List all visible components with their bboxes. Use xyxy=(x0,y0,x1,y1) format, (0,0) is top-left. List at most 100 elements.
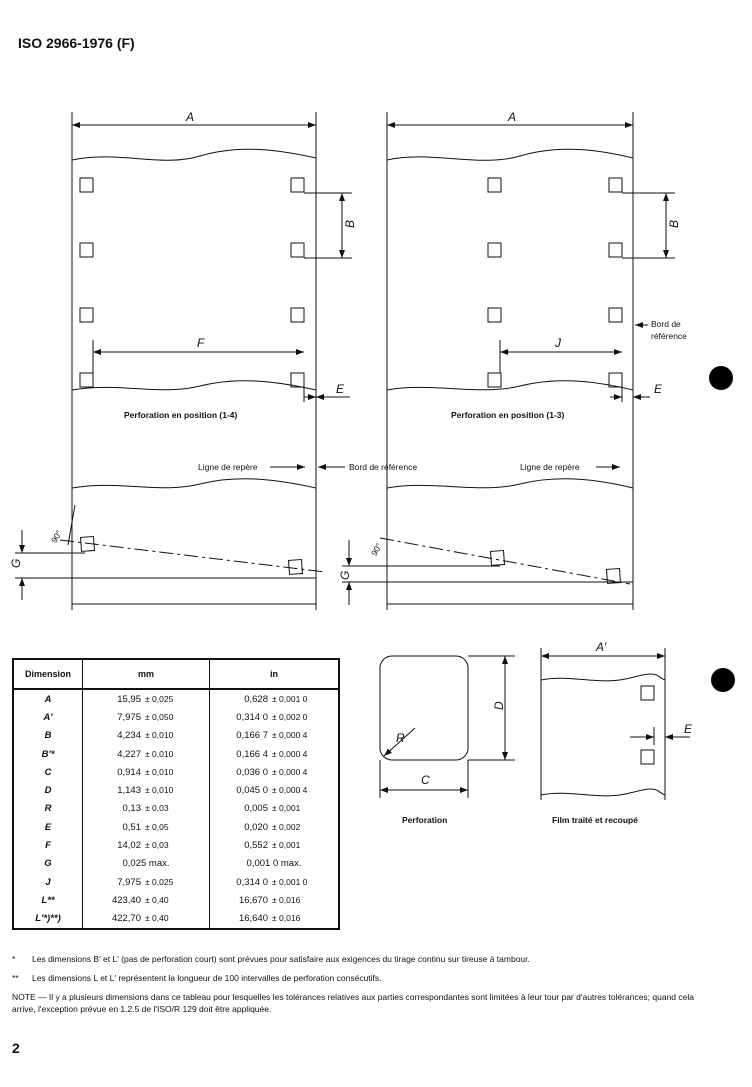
footnote-marker: * xyxy=(12,954,16,964)
cell-in: 0,166 7± 0,000 4 xyxy=(209,726,340,745)
cell-dimension: L′*)**) xyxy=(12,909,83,929)
processed-film-diagram xyxy=(540,648,690,800)
page-number: 2 xyxy=(12,1040,20,1056)
dimension-label-c: C xyxy=(421,773,430,787)
header-dimension: Dimension xyxy=(12,658,83,690)
in-value: 0,314 0 xyxy=(236,711,268,723)
in-value: 0,005 xyxy=(244,803,268,815)
mm-value: 7,975 xyxy=(117,876,141,888)
cell-mm: 1,143 ± 0,010 xyxy=(82,781,210,800)
caption-position-1-3: Perforation en position (1-3) xyxy=(451,410,565,420)
label-reference: référence xyxy=(651,331,687,341)
in-tolerance: ± 0,001 0 xyxy=(272,876,308,887)
label-ligne-de-repere: Ligne de repère xyxy=(198,462,258,472)
mm-value: 0,914 xyxy=(117,766,141,778)
cell-dimension: B xyxy=(12,726,83,745)
mm-tolerance: ± 0,010 xyxy=(145,730,174,741)
mm-tolerance: ± 0,010 xyxy=(145,748,174,759)
cell-in: 0,314 0 ± 0,001 0 xyxy=(209,872,340,892)
punch-hole xyxy=(709,366,733,390)
cell-mm: 15,95± 0,025 xyxy=(82,689,210,709)
dimension-label-j: J xyxy=(554,336,562,350)
cell-in: 0,005± 0,001 xyxy=(209,799,340,819)
in-value: 0,314 0 xyxy=(236,876,268,888)
cell-mm: 422,70± 0,40 xyxy=(82,909,210,929)
in-tolerance: ± 0,016 xyxy=(272,894,301,905)
mm-value: 4,227 xyxy=(117,748,141,760)
mm-tolerance: ± 0,03 xyxy=(145,840,169,851)
dimension-label-a-prime: A′ xyxy=(595,640,607,654)
mm-tolerance: ± 0,025 xyxy=(145,693,174,704)
in-tolerance: ± 0,002 xyxy=(272,821,301,832)
footnote-text: Les dimensions B′ et L′ (pas de perforat… xyxy=(32,954,530,964)
label-bord-de-reference: Bord de référence xyxy=(349,462,417,472)
cell-dimension: A xyxy=(12,689,83,709)
dimension-label-e-right: E xyxy=(654,382,663,396)
caption-position-1-4: Perforation en position (1-4) xyxy=(124,410,238,420)
cell-mm: 7,975 ± 0,050 xyxy=(82,708,210,727)
header-in: in xyxy=(209,658,340,690)
in-value: 0,166 7 xyxy=(236,730,268,742)
mm-value: 7,975 xyxy=(117,711,141,723)
cell-in: 0,552± 0,001 xyxy=(209,836,340,855)
dimension-label-e-film: E xyxy=(684,722,693,736)
cell-in: 0,628± 0,001 0 xyxy=(209,689,340,709)
in-tolerance: ± 0,001 xyxy=(272,840,301,851)
in-value: 16,640 xyxy=(238,913,268,925)
footnote-1: * Les dimensions B′ et L′ (pas de perfora… xyxy=(12,953,712,965)
mm-value: 422,70 xyxy=(111,913,141,925)
table-row: F 14,02 ± 0,03 0,552± 0,001 xyxy=(12,836,340,855)
footnotes: * Les dimensions B′ et L′ (pas de perfora… xyxy=(12,953,712,1022)
note: NOTE — Il y a plusieurs dimensions dans … xyxy=(12,992,694,1014)
in-tolerance: ± 0,001 0 xyxy=(272,693,308,704)
mm-value: 0,51 xyxy=(122,821,142,833)
cell-dimension: R xyxy=(12,799,83,819)
dimension-label-b: B xyxy=(343,220,357,228)
label-bord-de: Bord de xyxy=(651,319,681,329)
cell-dimension: A′ xyxy=(12,708,83,727)
mm-tolerance: ± 0,050 xyxy=(145,711,174,722)
document-header: ISO 2966-1976 (F) xyxy=(18,35,135,51)
cell-mm: 0,914± 0,010 xyxy=(82,763,210,782)
cell-mm: 14,02 ± 0,03 xyxy=(82,836,210,855)
film-diagram-1-3 xyxy=(342,112,675,610)
table-header-row: Dimension mm in xyxy=(12,658,340,690)
cell-mm: 423,40± 0,40 xyxy=(82,891,210,910)
mm-tolerance: ± 0,025 xyxy=(145,876,174,887)
dimension-label-a: A xyxy=(185,110,194,124)
dimension-label-e: E xyxy=(336,382,345,396)
mm-tolerance: ± 0,010 xyxy=(145,785,174,796)
film-diagram-1-4 xyxy=(15,112,352,610)
cell-dimension: F xyxy=(12,836,83,855)
header-mm: mm xyxy=(82,658,210,690)
cell-in: 16,670 ± 0,016 xyxy=(209,891,340,910)
cell-mm: 7,975 ± 0,025 xyxy=(82,872,210,892)
cell-dimension: G xyxy=(12,854,83,873)
mm-value: 0,13 xyxy=(122,803,142,815)
cell-mm: 0,025 max. xyxy=(82,854,210,873)
mm-value: 14,02 xyxy=(117,840,141,852)
cell-mm: 0,13± 0,03 xyxy=(82,799,210,819)
cell-dimension: C xyxy=(12,763,83,782)
cell-in: 0,036 0± 0,000 4 xyxy=(209,763,340,782)
dimension-label-b-right: B xyxy=(667,220,681,228)
perforation-detail-diagram xyxy=(379,655,515,798)
dimension-label-d: D xyxy=(492,701,506,710)
mm-tolerance: ± 0,40 xyxy=(145,894,169,905)
angle-label: 90° xyxy=(49,528,64,544)
mm-value: 1,143 xyxy=(117,785,141,797)
in-value: 16,670 xyxy=(238,894,268,906)
punch-hole xyxy=(711,668,735,692)
cell-mm: 4,234± 0,010 xyxy=(82,726,210,745)
